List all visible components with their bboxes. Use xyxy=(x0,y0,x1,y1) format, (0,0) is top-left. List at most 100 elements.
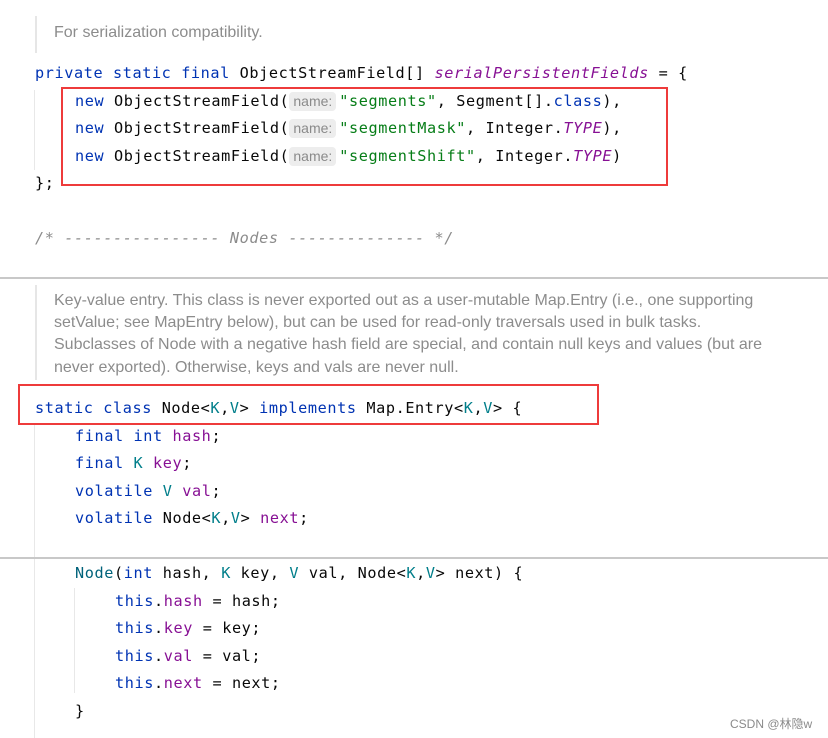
type-param: K xyxy=(463,399,474,417)
type-param: K xyxy=(406,564,417,582)
code-line-serial-fields-decl: private static final ObjectStreamField[]… xyxy=(35,63,688,83)
code-line-entry-segment-shift: new ObjectStreamField(name:"segmentShift… xyxy=(75,146,622,166)
code-text: ( xyxy=(113,564,124,582)
field-name: key xyxy=(152,454,183,472)
type-param: K xyxy=(221,564,231,582)
keyword: static xyxy=(35,399,94,417)
code-text: > { xyxy=(493,399,523,417)
field-name: val xyxy=(163,647,193,665)
code-text: ; xyxy=(211,482,222,500)
keyword: new xyxy=(75,119,105,137)
interface-name: Map.Entry< xyxy=(366,399,464,417)
indent-guide xyxy=(34,90,35,170)
section-separator xyxy=(0,277,828,279)
keyword: class xyxy=(553,92,603,110)
code-text: > xyxy=(239,399,250,417)
constructor-name: Node xyxy=(75,564,114,582)
code-text: , Integer. xyxy=(465,119,564,137)
keyword: private xyxy=(35,64,104,82)
keyword: static xyxy=(112,64,172,82)
code-line-close-brace: }; xyxy=(35,174,55,192)
field-name: next xyxy=(163,674,203,692)
code-text: ; xyxy=(299,509,309,527)
field-name: hash xyxy=(172,427,212,445)
code-text: , xyxy=(416,564,426,582)
code-line-assign-val: this.val = val; xyxy=(115,646,261,666)
type-param: V xyxy=(289,564,300,582)
code-line-field-hash: final int hash; xyxy=(75,426,221,446)
code-line-node-class-decl: static class Node< K, V> implements Map.En… xyxy=(35,398,522,418)
string-literal: "segments" xyxy=(339,92,437,110)
code-text: . xyxy=(153,592,164,610)
code-text: hash, xyxy=(152,564,222,582)
code-text: = key; xyxy=(192,619,262,637)
doc-comment-node-line-1: Key-value entry. This class is never exp… xyxy=(54,292,754,309)
code-line-constructor-close: } xyxy=(75,702,85,720)
doc-comment-node-line-3: Subclasses of Node with a negative hash … xyxy=(54,336,762,353)
type-name: Node<K,V> xyxy=(162,509,251,527)
code-text: ), xyxy=(602,119,622,137)
doc-comment-bar xyxy=(35,16,37,53)
code-line-assign-key: this.key = key; xyxy=(115,618,261,638)
parameter-hint: name: xyxy=(289,119,337,138)
type-name: ObjectStreamField[] xyxy=(239,64,425,82)
highlight-box-serial-fields xyxy=(61,87,668,186)
keyword: this xyxy=(115,619,154,637)
keyword: final xyxy=(181,64,230,82)
keyword: int xyxy=(123,564,153,582)
assign-operator: = { xyxy=(648,64,688,82)
keyword: class xyxy=(103,399,152,417)
code-text: ; xyxy=(182,454,192,472)
field-name: val xyxy=(182,482,212,500)
parameter-hint: name: xyxy=(289,147,337,166)
code-text: , Integer. xyxy=(475,147,574,165)
code-text: . xyxy=(153,619,164,637)
keyword: final xyxy=(75,454,124,472)
code-line-entry-segments: new ObjectStreamField(name:"segments", S… xyxy=(75,91,622,111)
type-param: K xyxy=(133,454,144,472)
keyword: this xyxy=(115,592,154,610)
type-param: V xyxy=(425,564,436,582)
keyword: final int xyxy=(75,427,163,445)
indent-guide xyxy=(74,588,75,693)
static-field: TYPE xyxy=(563,119,603,137)
keyword: implements xyxy=(259,399,357,417)
code-text: . xyxy=(153,674,164,692)
parameter-hint: name: xyxy=(289,92,337,111)
section-separator xyxy=(0,557,828,559)
keyword: this xyxy=(115,674,154,692)
doc-comment-node-line-4: never exported). Otherwise, keys and val… xyxy=(54,359,459,376)
code-line-field-val: volatile V val; xyxy=(75,481,221,501)
code-line-field-next: volatile Node<K,V> next; xyxy=(75,508,309,528)
indent-guide xyxy=(34,425,35,738)
section-comment-nodes: /* ---------------- Nodes --------------… xyxy=(35,229,454,247)
code-line-assign-hash: this.hash = hash; xyxy=(115,591,281,611)
type-param: V xyxy=(229,399,240,417)
type-param: V xyxy=(162,482,173,500)
doc-comment-node-line-2: setValue; see MapEntry below), but can b… xyxy=(54,314,702,331)
code-text: . xyxy=(153,647,164,665)
constructor-call: ObjectStreamField( xyxy=(113,147,290,165)
code-text: ; xyxy=(211,427,222,445)
code-text: ), xyxy=(602,92,622,110)
field-name: serialPersistentFields xyxy=(434,64,649,82)
type-param: K xyxy=(211,509,222,527)
doc-comment-serialization: For serialization compatibility. xyxy=(54,24,263,41)
code-line-field-key: final K key; xyxy=(75,453,192,473)
code-text: , xyxy=(473,399,484,417)
watermark: CSDN @林隐w xyxy=(730,717,813,731)
static-field: TYPE xyxy=(573,147,613,165)
code-text: , Segment[]. xyxy=(436,92,554,110)
code-line-assign-next: this.next = next; xyxy=(115,673,281,693)
code-text: = hash; xyxy=(202,592,281,610)
keyword: volatile xyxy=(75,482,153,500)
class-name: Node< xyxy=(161,399,211,417)
code-text: key, xyxy=(230,564,290,582)
type-param: V xyxy=(230,509,241,527)
code-text: = next; xyxy=(202,674,281,692)
code-text: > next) { xyxy=(435,564,524,582)
constructor-call: ObjectStreamField( xyxy=(113,92,290,110)
highlight-box-node-class xyxy=(18,384,599,425)
field-name: hash xyxy=(163,592,203,610)
field-name: key xyxy=(163,619,193,637)
